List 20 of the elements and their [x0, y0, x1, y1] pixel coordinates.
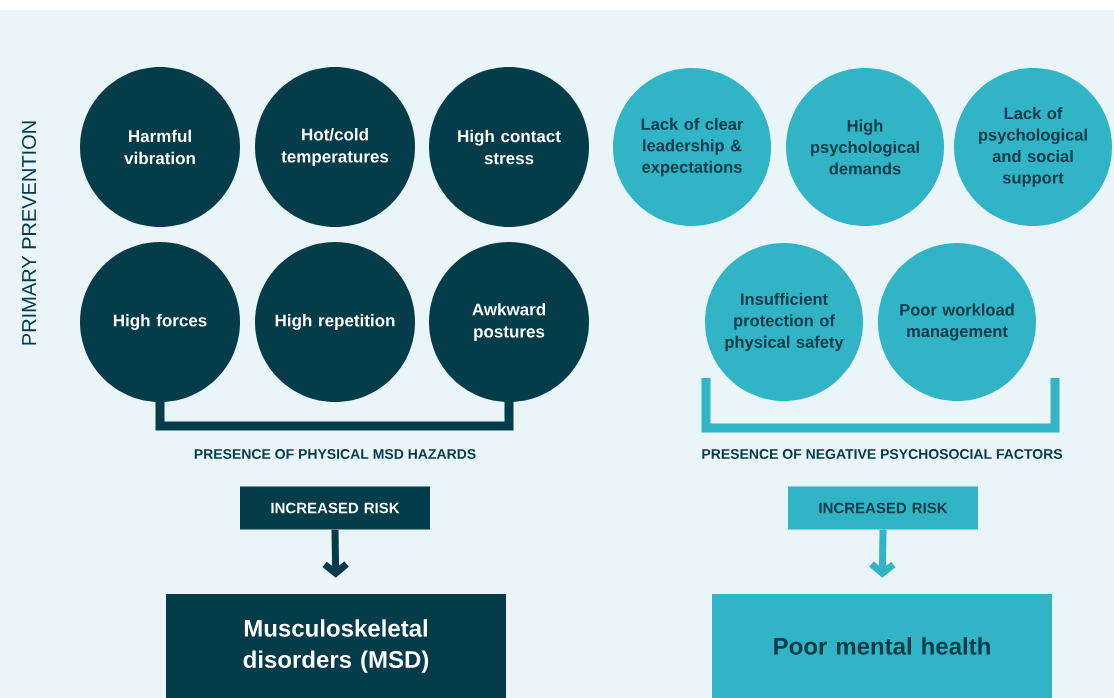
circle-node: High forces — [80, 242, 240, 402]
circle-node: Awkward postures — [429, 242, 589, 402]
circle-node: Hot/cold temperatures — [255, 67, 415, 227]
circle-node: Harmful vibration — [80, 67, 240, 227]
arrow — [869, 529, 896, 578]
circle-node: High repetition — [255, 242, 415, 402]
circle-node: Lack of psychological and social support — [954, 68, 1112, 226]
circle-node: High psychological demands — [786, 68, 944, 226]
circle-node: High contact stress — [429, 67, 589, 227]
label-box: INCREASED RISK — [788, 486, 978, 530]
group-heading: PRESENCE OF NEGATIVE PSYCHOSOCIAL FACTORS — [702, 449, 1063, 459]
circle-node: Lack of clear leadership & expectations — [613, 68, 771, 226]
outcome-box: Poor mental health — [712, 594, 1052, 698]
circle-node: Poor workload management — [878, 243, 1036, 401]
circle-node: Insufficient protection of physical safety — [705, 243, 863, 401]
outcome-box: Musculoskeletal disorders (MSD) — [166, 594, 506, 698]
label-box: INCREASED RISK — [240, 486, 430, 530]
side-heading: PRIMARY PREVENTION — [21, 121, 37, 345]
arrow — [322, 529, 349, 578]
group-heading: PRESENCE OF PHYSICAL MSD HAZARDS — [194, 449, 476, 459]
